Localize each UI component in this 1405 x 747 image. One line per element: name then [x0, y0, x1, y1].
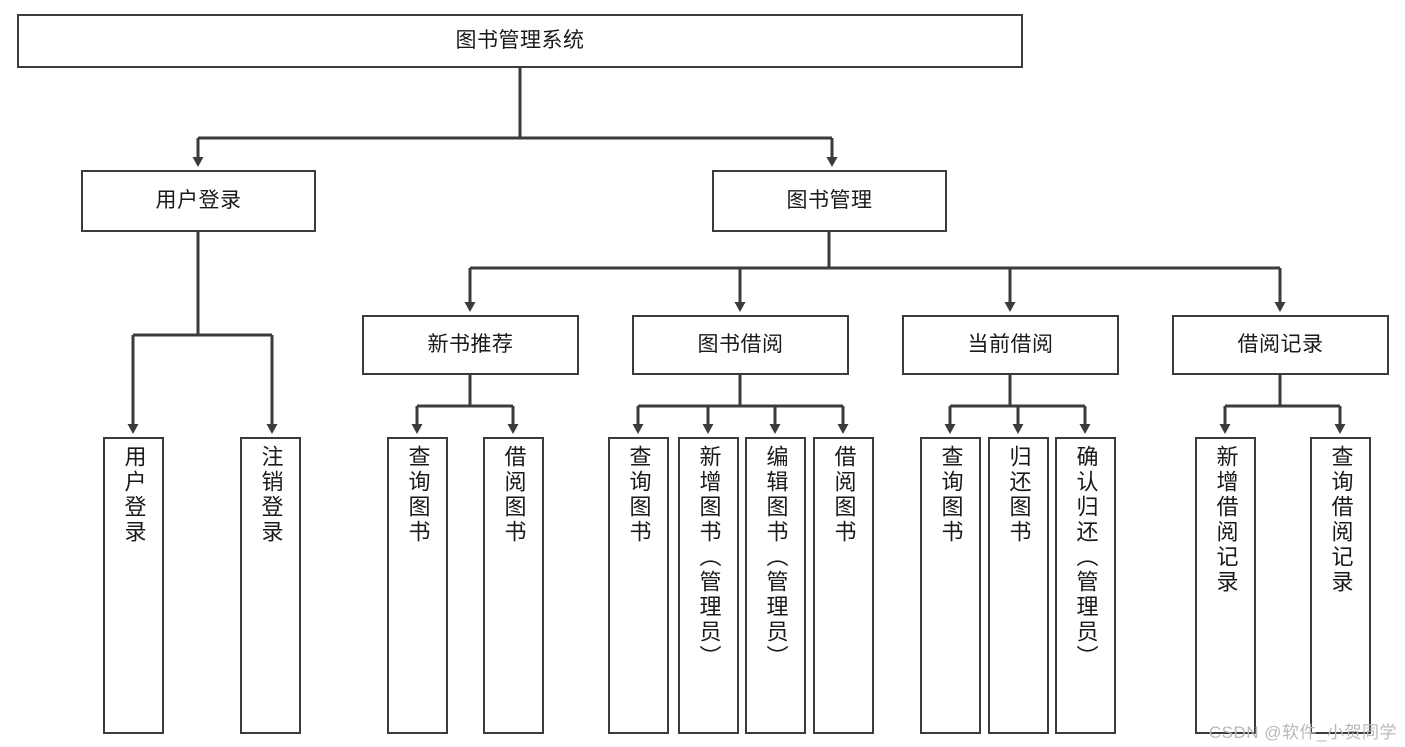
node-borrow-record-label: 借阅记录	[1237, 332, 1324, 356]
csdn-watermark: CSDN @软件_小贺同学	[1208, 723, 1397, 742]
node-leaf-query-book[interactable]: 查询图书	[608, 437, 669, 734]
node-leaf-add-book-label: 新增图书（管理员）	[696, 445, 722, 670]
node-leaf-borrow-book-label: 借阅图书	[831, 445, 857, 545]
node-new-book-rec[interactable]: 新书推荐	[362, 315, 579, 375]
node-borrow-record[interactable]: 借阅记录	[1172, 315, 1389, 375]
node-leaf-add-book[interactable]: 新增图书（管理员）	[678, 437, 739, 734]
node-leaf-borrow-book[interactable]: 借阅图书	[813, 437, 874, 734]
node-root-label: 图书管理系统	[455, 28, 585, 52]
node-leaf-user-login[interactable]: 用户登录	[103, 437, 164, 734]
node-leaf-confirm-return-label: 确认归还（管理员）	[1073, 445, 1099, 670]
node-root[interactable]: 图书管理系统	[17, 14, 1023, 68]
node-leaf-edit-book-label: 编辑图书（管理员）	[763, 445, 789, 670]
node-leaf-return-book-label: 归还图书	[1006, 445, 1032, 545]
node-leaf-query-book-label: 查询图书	[626, 445, 652, 545]
node-leaf-edit-book[interactable]: 编辑图书（管理员）	[745, 437, 806, 734]
node-user-login[interactable]: 用户登录	[81, 170, 316, 232]
node-book-borrow-label: 图书借阅	[697, 332, 784, 356]
node-leaf-user-login-label: 用户登录	[121, 445, 147, 545]
node-leaf-query-book-rec-label: 查询图书	[405, 445, 431, 545]
node-book-manage[interactable]: 图书管理	[712, 170, 947, 232]
node-leaf-logout-label: 注销登录	[258, 445, 284, 545]
node-leaf-logout[interactable]: 注销登录	[240, 437, 301, 734]
node-leaf-borrow-book-rec-label: 借阅图书	[501, 445, 527, 545]
node-leaf-add-record[interactable]: 新增借阅记录	[1195, 437, 1256, 734]
node-current-borrow-label: 当前借阅	[967, 332, 1054, 356]
node-current-borrow[interactable]: 当前借阅	[902, 315, 1119, 375]
node-leaf-add-record-label: 新增借阅记录	[1213, 445, 1239, 595]
node-leaf-confirm-return[interactable]: 确认归还（管理员）	[1055, 437, 1116, 734]
node-leaf-query-book-cur[interactable]: 查询图书	[920, 437, 981, 734]
node-user-login-label: 用户登录	[155, 188, 242, 212]
node-leaf-borrow-book-rec[interactable]: 借阅图书	[483, 437, 544, 734]
node-book-manage-label: 图书管理	[786, 188, 873, 212]
node-leaf-query-book-rec[interactable]: 查询图书	[387, 437, 448, 734]
node-new-book-rec-label: 新书推荐	[427, 332, 514, 356]
node-book-borrow[interactable]: 图书借阅	[632, 315, 849, 375]
node-leaf-query-record-label: 查询借阅记录	[1328, 445, 1354, 595]
node-leaf-query-record[interactable]: 查询借阅记录	[1310, 437, 1371, 734]
node-leaf-return-book[interactable]: 归还图书	[988, 437, 1049, 734]
node-leaf-query-book-cur-label: 查询图书	[938, 445, 964, 545]
